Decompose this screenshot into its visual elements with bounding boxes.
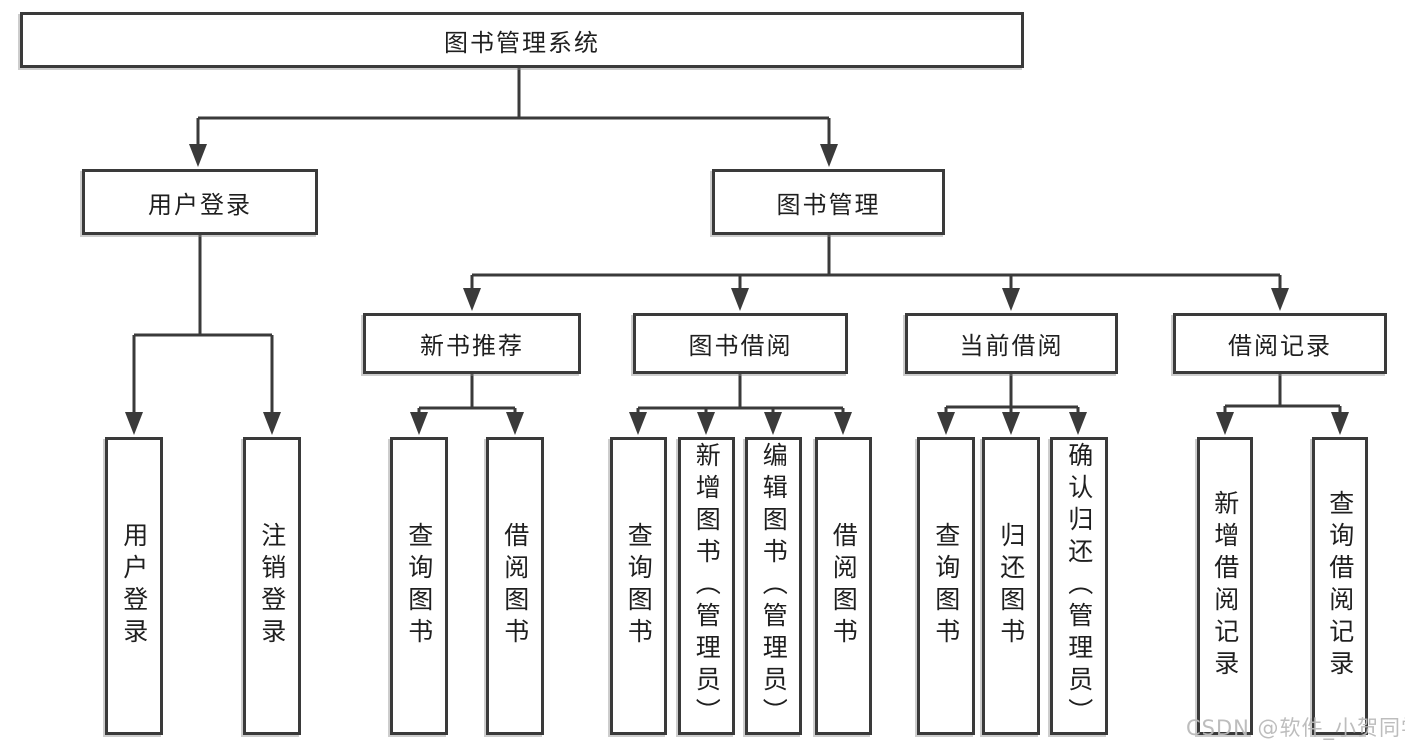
node-book-borrow: 图书借阅 xyxy=(633,313,848,374)
node-current-borrow: 当前借阅 xyxy=(905,313,1118,374)
watermark-text: CSDN @软件_小贺同学 xyxy=(1186,716,1405,740)
leaf-return-book: 归还图书 xyxy=(982,437,1040,735)
leaf-user-login: 用户登录 xyxy=(105,437,163,735)
leaf-query-books-borrow: 查询图书 xyxy=(610,437,667,735)
node-book-management: 图书管理 xyxy=(712,169,945,235)
leaf-edit-book-admin: 编辑图书（管理员） xyxy=(745,437,802,735)
node-root: 图书管理系统 xyxy=(20,12,1024,68)
leaf-query-books-recommend: 查询图书 xyxy=(390,437,448,735)
leaf-confirm-return-admin: 确认归还（管理员） xyxy=(1050,437,1108,735)
leaf-query-books-current: 查询图书 xyxy=(917,437,975,735)
leaf-logout: 注销登录 xyxy=(243,437,301,735)
leaf-borrow-books-recommend: 借阅图书 xyxy=(486,437,544,735)
leaf-add-borrow-record: 新增借阅记录 xyxy=(1197,437,1253,735)
arrowheads xyxy=(125,144,1349,435)
leaf-add-book-admin: 新增图书（管理员） xyxy=(678,437,735,735)
node-new-book-recommend: 新书推荐 xyxy=(363,313,581,374)
node-user-login: 用户登录 xyxy=(82,169,318,235)
leaf-query-borrow-record: 查询借阅记录 xyxy=(1312,437,1368,735)
node-borrow-records: 借阅记录 xyxy=(1173,313,1387,374)
leaf-borrow-books: 借阅图书 xyxy=(815,437,872,735)
